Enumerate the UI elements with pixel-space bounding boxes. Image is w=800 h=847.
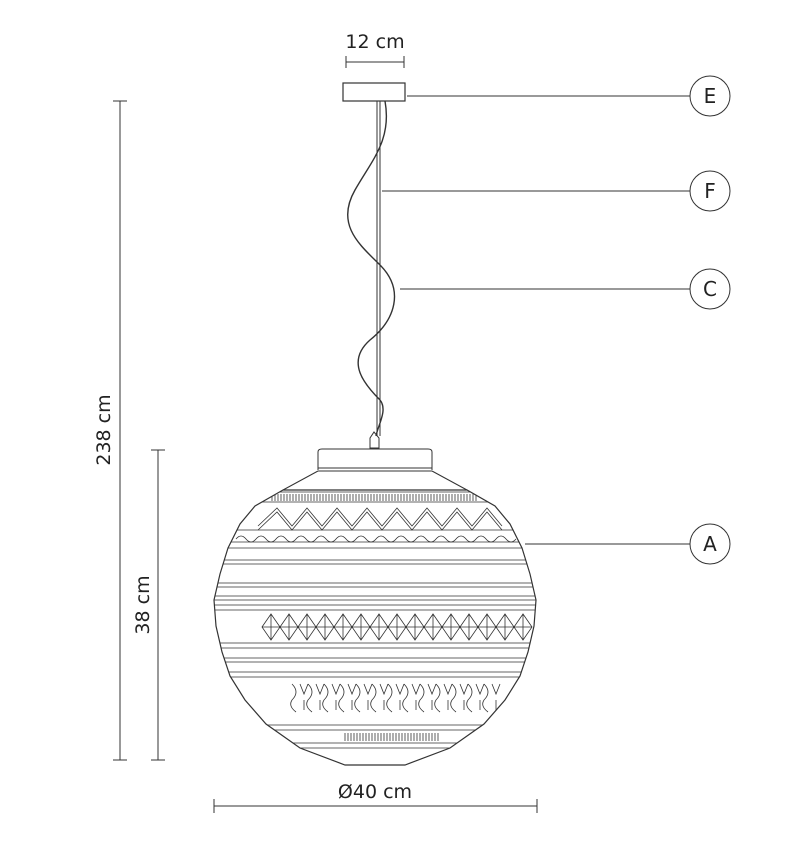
callout-circle-a — [689, 523, 731, 565]
callout-circle-f — [689, 170, 731, 212]
top-hatch-band — [271, 494, 477, 501]
power-cord — [346, 100, 396, 437]
shade-diameter-label: Ø40 cm — [338, 781, 412, 803]
shade-diameter-dimension — [213, 799, 538, 813]
canopy-width-dimension — [345, 56, 405, 68]
callout-label-a: A — [703, 532, 717, 556]
callout-label-f: F — [704, 179, 716, 203]
callout-circle-e — [689, 75, 731, 117]
ceiling-canopy — [342, 82, 406, 102]
bottom-hatch-band — [344, 733, 439, 741]
diamond-band — [261, 613, 533, 641]
zigzag-band-inner — [257, 511, 503, 531]
callout-label-e: E — [704, 84, 717, 108]
total-height-dimension — [113, 100, 127, 761]
callout-circle-c — [689, 268, 731, 310]
scroll-band — [235, 535, 517, 543]
zigzag-band — [257, 507, 503, 527]
shade-body — [213, 489, 537, 766]
total-height-label: 238 cm — [93, 394, 115, 465]
canopy-width-label: 12 cm — [345, 31, 404, 53]
shade-top-cap — [317, 448, 433, 470]
hook — [369, 431, 380, 449]
ornament-band — [290, 683, 501, 713]
callout-label-c: C — [703, 277, 717, 301]
shade-height-label: 38 cm — [132, 575, 154, 634]
shade-height-dimension — [151, 449, 165, 761]
